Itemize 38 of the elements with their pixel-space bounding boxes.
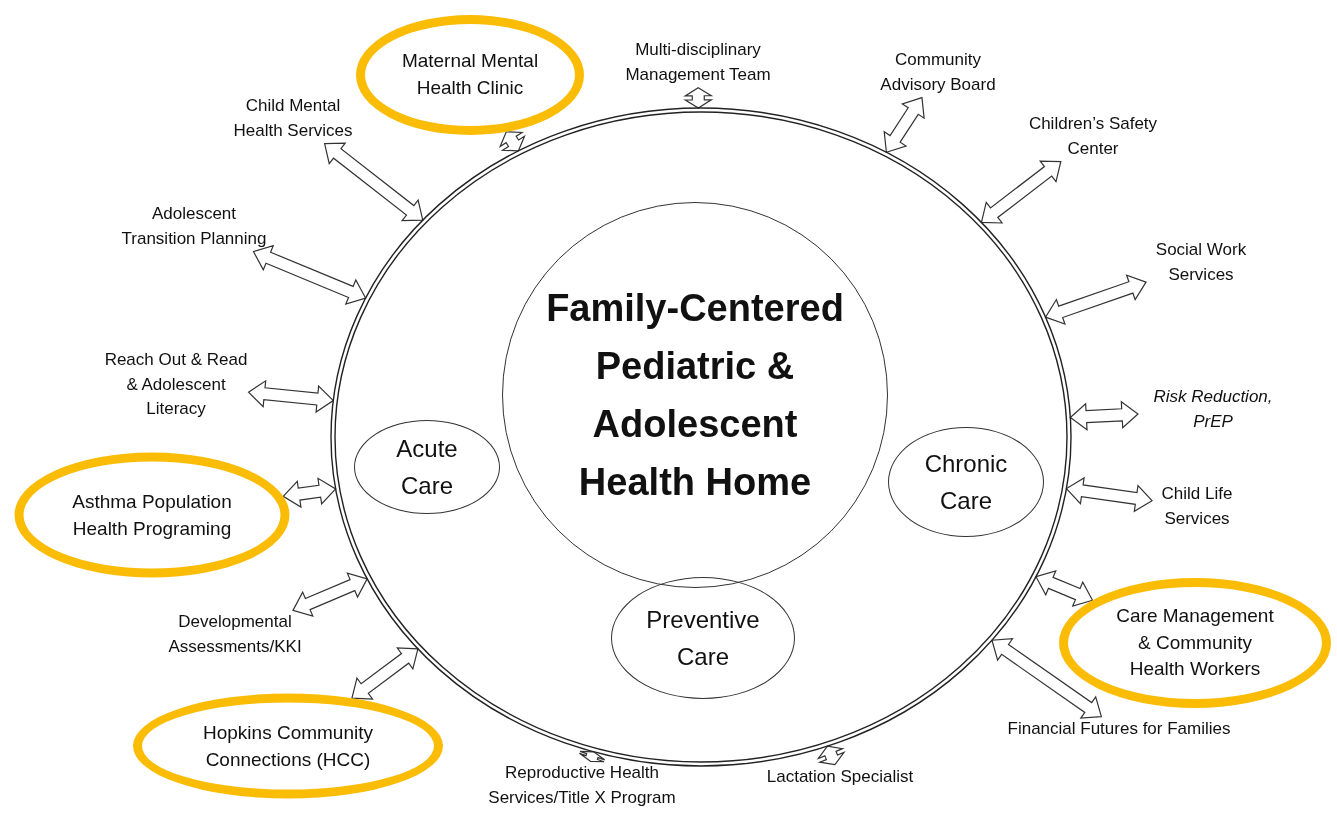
service-label: Hopkins Community Connections (HCC) (202, 720, 374, 772)
highlight-ring (133, 693, 443, 799)
highlight-ring (1059, 578, 1331, 708)
double-block-arrow (1035, 569, 1094, 608)
service-label: Lactation Specialist (765, 765, 915, 788)
service-label: Asthma Population Health Programing (71, 489, 233, 541)
service-label: Multi-disciplinary Management Team (624, 39, 772, 86)
double-block-arrow (980, 160, 1062, 224)
double-block-arrow (498, 131, 526, 152)
service-label: Risk Reduction, PrEP (1152, 386, 1274, 433)
double-block-arrow (247, 379, 335, 414)
service-label: Financial Futures for Families (1006, 717, 1232, 740)
double-block-arrow (323, 142, 424, 222)
highlight-ring (14, 452, 290, 578)
service-label: Reproductive Health Services/Title X Program (487, 762, 677, 809)
service-label: Children’s Safety Center (1027, 113, 1159, 160)
double-block-arrow (883, 96, 925, 154)
double-block-arrow (816, 745, 846, 766)
service-label: Maternal Mental Health Clinic (400, 49, 540, 100)
double-block-arrow (1069, 400, 1139, 431)
double-block-arrow (282, 477, 337, 509)
double-block-arrow (1065, 476, 1153, 513)
double-block-arrow (351, 647, 419, 700)
double-block-arrow (292, 572, 369, 617)
double-block-arrow (1044, 274, 1147, 326)
service-label: Child Life Services (1160, 483, 1234, 530)
double-block-arrow (683, 86, 714, 109)
service-label: Adolescent Transition Planning (120, 203, 268, 250)
service-label: Social Work Services (1154, 239, 1248, 286)
service-label: Care Management & Community Health Workers (1115, 604, 1275, 682)
service-label: Child Mental Health Services (232, 95, 354, 142)
double-block-arrow (252, 244, 367, 305)
highlight-ring (356, 15, 584, 135)
service-label: Developmental Assessments/KKI (167, 611, 303, 658)
service-label: Community Advisory Board (879, 49, 997, 96)
service-label: Reach Out & Read & Adolescent Literacy (103, 349, 249, 421)
double-block-arrow (578, 750, 606, 763)
double-block-arrow (991, 638, 1103, 719)
